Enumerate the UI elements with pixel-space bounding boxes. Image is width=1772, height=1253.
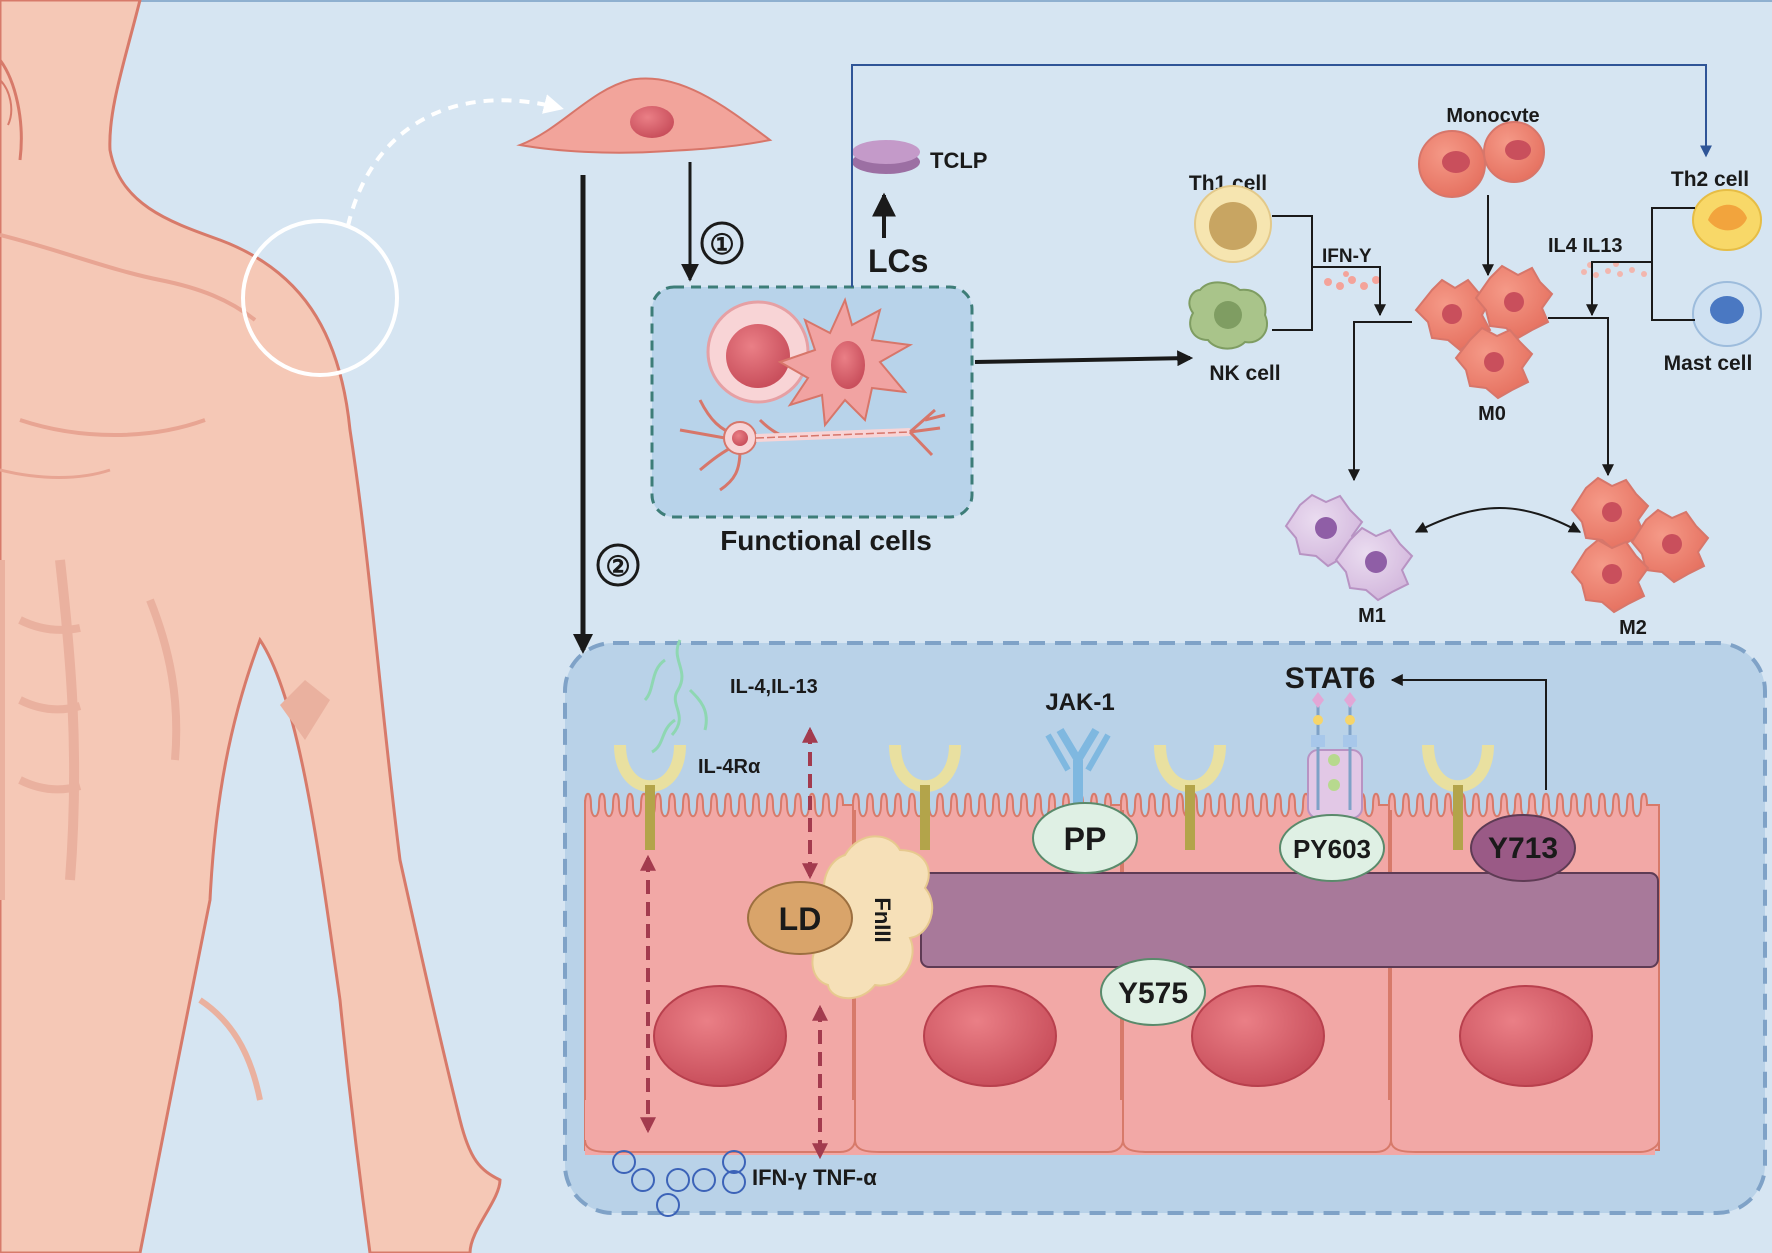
ifn-tnf-label: IFN-γ TNF-α: [752, 1165, 877, 1190]
il4-il13-dots: [1581, 261, 1647, 278]
jak1-label: JAK-1: [1045, 689, 1114, 716]
nk-cell-label: NK cell: [1209, 362, 1280, 385]
tclp-label: TCLP: [930, 148, 987, 173]
step2-marker: ②: [596, 543, 640, 587]
epithelial-nucleus-2: [923, 985, 1057, 1087]
neuron-axon-segments: [755, 431, 911, 439]
m0-label: M0: [1478, 403, 1506, 425]
arrow-to-nk-cell: [974, 350, 1194, 367]
fniii-label: FnIII: [870, 897, 895, 942]
step1-label: ①: [709, 229, 734, 260]
human-torso-illustration: [0, 0, 502, 1253]
m0-macrophages: [1414, 264, 1554, 400]
neuron-nucleus: [732, 430, 748, 446]
mast-cell-label: Mast cell: [1664, 352, 1753, 375]
ifn-y-dots: [1324, 271, 1380, 290]
th1-nk-bracket: [1272, 215, 1313, 331]
monocytes: [1418, 121, 1545, 198]
abs-shade: [18, 616, 82, 794]
shoulder-callout-circle: [241, 219, 399, 377]
pp-site: [1032, 802, 1138, 874]
ld-domain: [747, 881, 853, 955]
stat6-dimer: [1307, 692, 1363, 819]
dendritic-cell-nucleus: [831, 341, 865, 389]
epithelial-base: [585, 1100, 1655, 1155]
y713-site: [1470, 814, 1576, 882]
pec-line: [0, 468, 111, 479]
pp-label: PP: [1064, 821, 1107, 857]
il4-il13-arrow: [1586, 261, 1652, 317]
ear-detail: [0, 79, 13, 126]
cell-bottoms: [584, 1139, 1660, 1153]
functional-cells-content: [679, 297, 946, 492]
ear-outline: [0, 59, 23, 161]
y713-label: Y713: [1488, 832, 1558, 865]
y575-site: [1100, 958, 1206, 1026]
epithelial-nucleus-4: [1459, 985, 1593, 1087]
y713-to-stat6-arrow: [1390, 674, 1547, 790]
th1-cell: [1194, 185, 1272, 263]
il4ra-label: IL-4Rα: [698, 756, 761, 778]
callout-dashed-arrow: [346, 94, 564, 227]
m1-macrophages: [1284, 493, 1414, 602]
py603-site: [1279, 814, 1385, 882]
functional-cells-label: Functional cells: [720, 525, 932, 556]
m0-to-m2-arrow: [1548, 317, 1614, 477]
tclp-to-th2-pathway: [851, 64, 1712, 287]
epithelial-nucleus-1: [653, 985, 787, 1087]
elbow-shade: [280, 680, 330, 740]
y575-label: Y575: [1118, 977, 1188, 1010]
neuron-terminal: [908, 408, 946, 457]
th2-mast-bracket: [1651, 207, 1695, 321]
mast-cell: [1692, 281, 1762, 347]
fibroblast-nucleus: [630, 106, 674, 138]
step1-marker: ①: [700, 221, 744, 265]
m1-m2-conversion-arrow: [1414, 507, 1582, 533]
th2-cell: [1692, 189, 1762, 251]
clavicle-shade: [0, 233, 257, 322]
body-silhouette: [0, 0, 502, 1253]
il4-il13-ligand: [643, 639, 708, 754]
nk-cell: [1188, 281, 1268, 350]
m2-macrophages: [1570, 476, 1710, 614]
ifn-y-label: IFN-Y: [1322, 246, 1372, 267]
neuron-dendrites: [679, 399, 791, 492]
tclp-disc: [852, 140, 920, 174]
side-shade: [146, 598, 181, 761]
hip-shade: [198, 997, 263, 1101]
receptor-bar: [920, 872, 1659, 968]
m1-label: M1: [1358, 605, 1386, 627]
epithelial-nucleus-3: [1191, 985, 1325, 1087]
fibroblast-cell: [516, 77, 773, 154]
ifn-y-arrow: [1312, 266, 1386, 317]
chest-shade: [19, 418, 206, 437]
il4-il13-label: IL4 IL13: [1548, 235, 1622, 257]
cytokine-bubbles: [612, 1150, 746, 1217]
stat6-label: STAT6: [1285, 662, 1376, 695]
lcs-label: LCs: [868, 243, 928, 279]
jak1-receptor: [1045, 727, 1111, 810]
il4ra-receptors: [614, 744, 1494, 850]
ld-label: LD: [779, 901, 822, 937]
round-cell-nucleus: [726, 324, 790, 388]
m0-to-m1-arrow: [1348, 321, 1412, 482]
py603-label: PY603: [1293, 834, 1371, 864]
step2-label: ②: [605, 551, 630, 582]
th2-cell-label: Th2 cell: [1671, 168, 1749, 191]
m2-label: M2: [1619, 617, 1647, 639]
il4-il13-tissue-label: IL-4,IL-13: [730, 676, 818, 698]
